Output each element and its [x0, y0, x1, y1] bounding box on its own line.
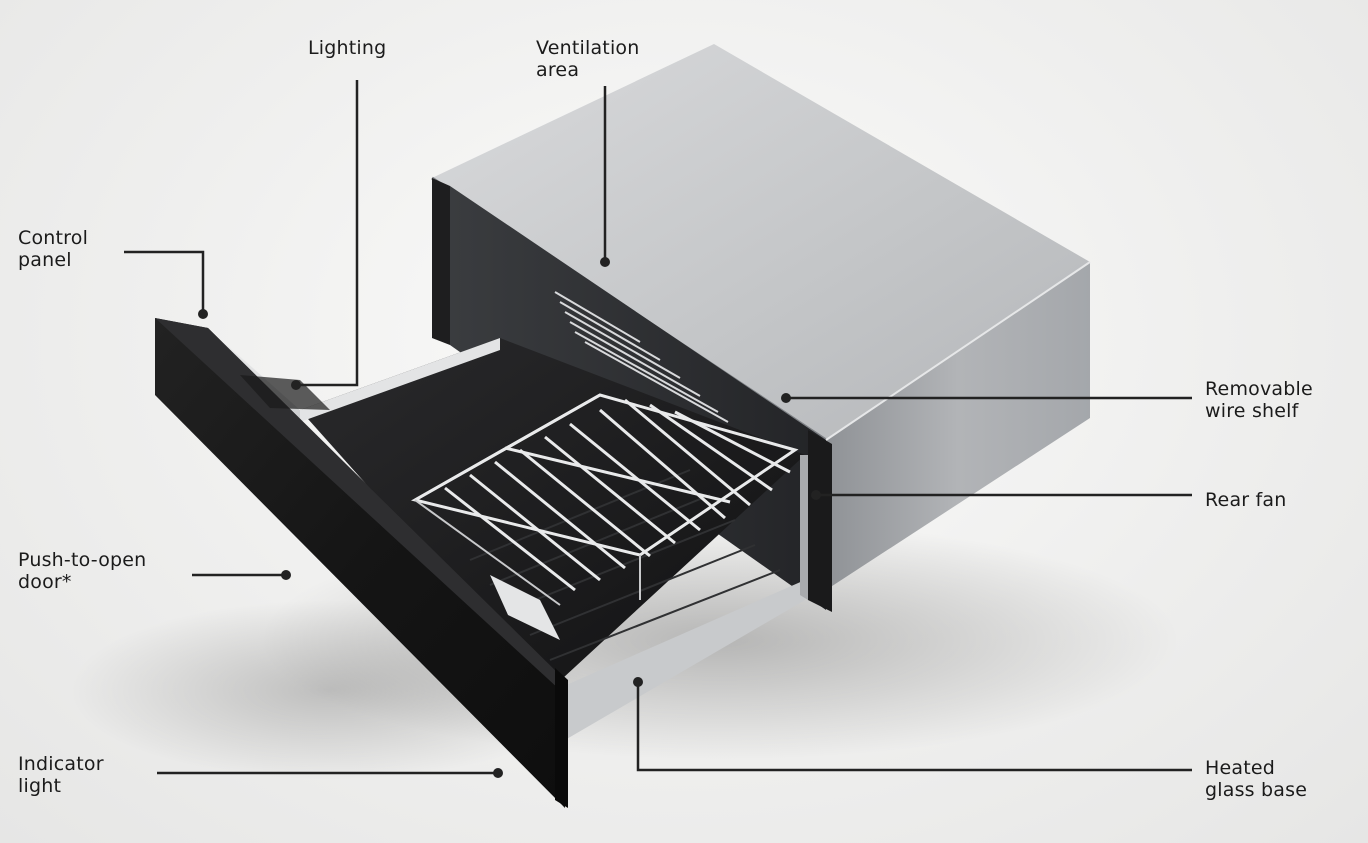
dot-removable-shelf	[781, 393, 791, 403]
callout-ventilation-line1: Ventilation	[536, 37, 640, 59]
callout-control-panel-line2: panel	[18, 249, 72, 271]
leader-dots	[198, 257, 821, 778]
callout-lighting-text: Lighting	[308, 37, 387, 59]
callout-indicator: Indicator light	[18, 753, 104, 797]
drawer	[155, 318, 808, 808]
callout-heated-base: Heated glass base	[1205, 757, 1307, 801]
callout-rear-fan-text: Rear fan	[1205, 489, 1287, 511]
leader-heated-base	[636, 682, 1192, 772]
dot-rear-fan	[811, 490, 821, 500]
leader-lighting	[296, 80, 359, 387]
callout-removable-shelf-line2: wire shelf	[1205, 400, 1299, 422]
leader-lines	[124, 80, 1192, 775]
drawer-wall-right	[555, 580, 805, 740]
callout-push-door: Push-to-open door*	[18, 549, 146, 593]
drawer-wall-rear	[800, 455, 808, 600]
leader-control-panel	[124, 250, 205, 314]
callout-indicator-line2: light	[18, 775, 62, 797]
cabinet-top	[432, 44, 1090, 440]
drawer-front-top-edge	[155, 318, 565, 690]
callout-removable-shelf-line1: Removable	[1205, 378, 1313, 400]
vent-slots	[554, 291, 729, 423]
callout-push-door-line1: Push-to-open	[18, 549, 147, 571]
wire-shelf	[410, 393, 799, 592]
callout-heated-base-line1: Heated	[1205, 757, 1276, 779]
callout-lighting: Lighting	[308, 37, 386, 59]
dot-lighting	[291, 380, 301, 390]
cabinet-side	[826, 262, 1090, 590]
callout-control-panel: Control panel	[18, 227, 88, 271]
dot-heated-base	[633, 677, 643, 687]
drawer-front-panel	[155, 318, 565, 808]
callout-control-panel-line1: Control	[18, 227, 89, 249]
dot-indicator	[493, 768, 503, 778]
callout-indicator-line1: Indicator	[18, 753, 104, 775]
drawer-front-right-edge	[555, 668, 568, 808]
drawer-rim-front	[490, 575, 560, 640]
callout-ventilation: Ventilation area	[536, 37, 640, 81]
opening-frame-right	[808, 430, 832, 612]
drawer-wall-back	[300, 338, 500, 422]
cabinet-side-edge	[825, 261, 1091, 441]
callout-ventilation-line2: area	[536, 59, 580, 81]
callout-heated-base-line2: glass base	[1205, 779, 1308, 801]
dot-ventilation	[600, 257, 610, 267]
control-strip	[240, 375, 330, 410]
callout-removable-shelf: Removable wire shelf	[1205, 378, 1313, 422]
opening-frame-left	[432, 178, 450, 345]
wire-shelf-legs	[414, 499, 641, 606]
dot-control-panel	[198, 309, 208, 319]
callout-push-door-line2: door*	[18, 571, 72, 593]
dot-push-door	[281, 570, 291, 580]
callout-rear-fan: Rear fan	[1205, 489, 1287, 511]
